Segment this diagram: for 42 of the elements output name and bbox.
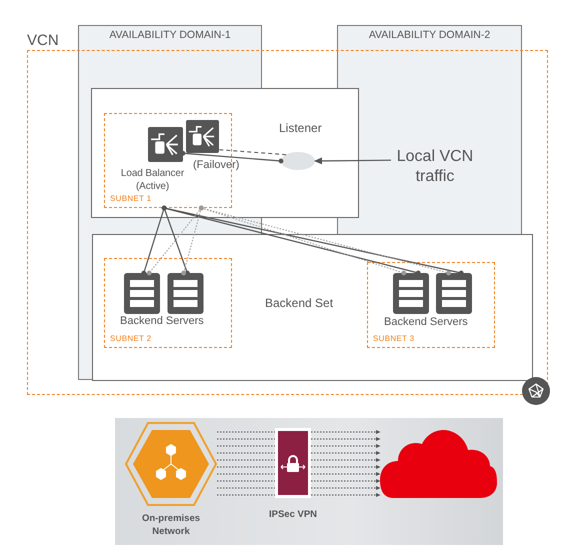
load-balancer-label: Load Balancer (Active): [120, 167, 186, 193]
listener-panel: [91, 88, 359, 218]
server-label: Backend Servers: [120, 315, 204, 328]
load-balancer-label: (Failover): [193, 159, 240, 172]
server-icon: [393, 273, 429, 314]
subnet-boundary: [367, 262, 495, 348]
vpn-label: IPSec VPN: [268, 510, 318, 521]
dotted-arrow: [310, 492, 381, 498]
network-panel: [115, 418, 503, 545]
server-label: Backend Servers: [384, 316, 468, 329]
vcn-title: VCN: [27, 32, 59, 50]
dotted-arrow: [310, 464, 381, 470]
dotted-arrow: [310, 458, 381, 462]
panel-label: Backend Set: [265, 297, 334, 311]
dotted-arrow: [310, 444, 381, 448]
backend-set-panel: [92, 234, 533, 381]
panel-label: Listener: [279, 122, 322, 136]
connector: [180, 150, 284, 164]
subnet-label: SUBNET 1: [110, 194, 152, 203]
panel-heading: AVAILABILITY DOMAIN-2: [368, 29, 492, 42]
panel-heading: AVAILABILITY DOMAIN-1: [108, 29, 232, 42]
subnet-label: SUBNET 3: [373, 334, 414, 343]
connector: [198, 206, 451, 276]
server-icon: [167, 273, 204, 314]
server-icon: [436, 273, 472, 314]
availability-domain-header: [337, 25, 522, 87]
dotted-arrow: [310, 472, 381, 476]
subnet-label: SUBNET 2: [110, 334, 152, 343]
cloud-icon: [380, 428, 497, 498]
connector: [314, 157, 391, 164]
dotted-arrow: [310, 430, 381, 434]
dotted-arrow: [310, 436, 381, 442]
traffic-label: Local VCN traffic: [391, 147, 479, 191]
dotted-arrow: [310, 478, 381, 484]
server-icon: [124, 273, 160, 314]
connector: [218, 149, 287, 156]
dotted-arrow: [310, 450, 381, 456]
listener-ellipse: [281, 152, 315, 170]
availability-domain-header: [78, 25, 262, 87]
dotted-arrow: [310, 486, 381, 490]
subnet-boundary: [104, 258, 232, 348]
network-label: On-premises Network: [140, 512, 202, 538]
